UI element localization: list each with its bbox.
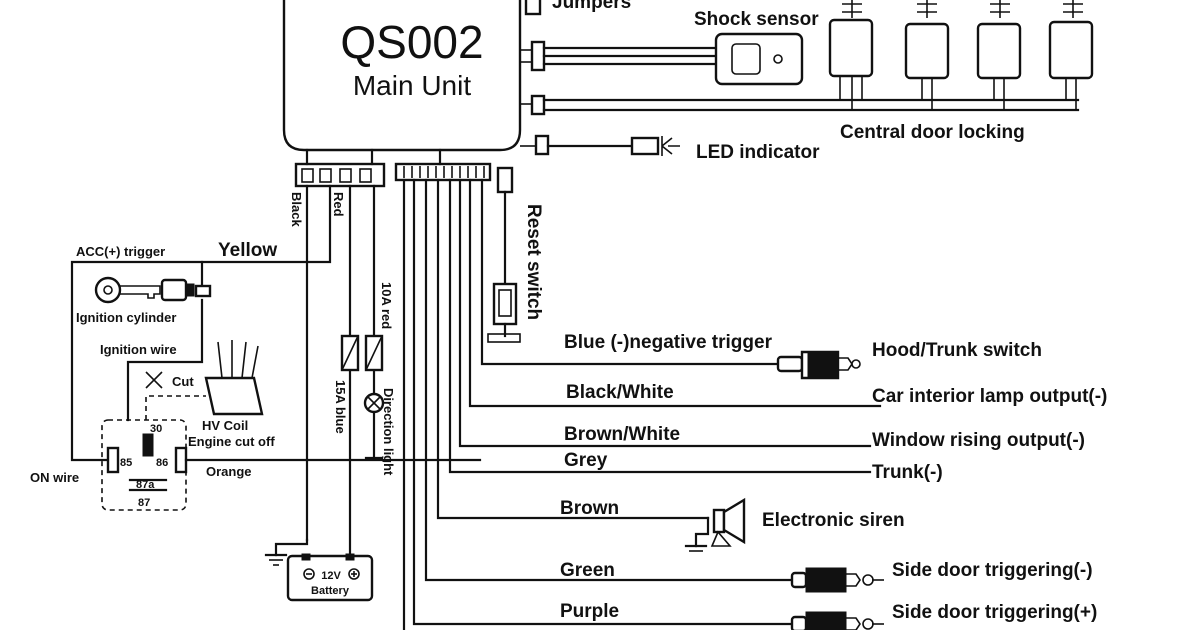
side-door-pos-label: Side door triggering(+) (892, 602, 1097, 623)
ignition-key-icon (94, 276, 212, 304)
battery-icon (286, 553, 374, 602)
signal-connector (394, 148, 492, 182)
door-lock-actuator-3 (976, 0, 1022, 110)
door-lock-actuator-4 (1048, 0, 1094, 110)
cut-label: Cut (172, 374, 194, 389)
side-door-neg-switch-icon (790, 567, 884, 593)
ignition-cylinder-label: Ignition cylinder (76, 310, 176, 325)
main-unit-title: QS002 (340, 16, 483, 68)
red-wire-label: Red (331, 192, 346, 217)
blue-negative-trigger-label: Blue (-)negative trigger (564, 332, 773, 353)
brown-white-label: Brown/White (564, 424, 680, 445)
led-icon (661, 136, 680, 156)
green-label: Green (560, 560, 615, 581)
relay-pin-86: 86 (156, 457, 168, 469)
battery-voltage-label: 12V (321, 570, 341, 582)
on-wire-label: ON wire (30, 470, 79, 485)
window-rising-label: Window rising output(-) (872, 430, 1085, 451)
relay-pin-30: 30 (150, 423, 162, 435)
relay-pin-87: 87 (138, 497, 150, 509)
fuse-10a (364, 334, 384, 372)
shock-sensor-icon (714, 32, 804, 86)
shock-sensor-label: Shock sensor (694, 9, 819, 30)
brown-label: Brown (560, 498, 619, 519)
hv-coil-icon (204, 340, 264, 416)
purple-label: Purple (560, 601, 619, 622)
main-unit-subtitle: Main Unit (353, 70, 471, 101)
led-indicator-label: LED indicator (696, 142, 820, 163)
hood-trunk-switch-icon (776, 350, 861, 380)
right-connectors (520, 0, 550, 156)
fuse-15a (340, 334, 360, 372)
shock-sensor-wires (542, 46, 720, 66)
direction-light-icon (363, 392, 385, 414)
car-interior-lamp-label: Car interior lamp output(-) (872, 386, 1107, 407)
relay-pin-87a: 87a (136, 479, 155, 491)
direction-light-label: Direction light (381, 388, 396, 476)
central-door-locking-label: Central door locking (840, 122, 1025, 143)
reset-switch-icon (487, 166, 521, 343)
relay-pin-85: 85 (120, 457, 132, 469)
black-white-label: Black/White (566, 382, 674, 403)
acc-trigger-label: ACC(+) trigger (76, 244, 165, 259)
ignition-wire-label: Ignition wire (100, 342, 177, 357)
led-wire (546, 136, 660, 156)
trunk-label: Trunk(-) (872, 462, 943, 483)
orange-wire-label: Orange (206, 464, 252, 479)
engine-cut-off-label: Engine cut off (188, 434, 275, 449)
black-wire-label: Black (289, 192, 304, 227)
grey-label: Grey (564, 450, 608, 471)
battery-label: Battery (311, 585, 350, 597)
hood-trunk-switch-label: Hood/Trunk switch (872, 340, 1042, 361)
red-10a-label: 10A red (379, 282, 394, 329)
signal-harness (402, 178, 882, 630)
side-door-neg-label: Side door triggering(-) (892, 560, 1093, 581)
jumpers-label: Jumpers (552, 0, 631, 13)
door-lock-actuator-1 (828, 0, 874, 110)
electronic-siren-label: Electronic siren (762, 510, 905, 531)
hv-coil-label: HV Coil (202, 418, 248, 433)
blue-15a-label: 15A blue (333, 380, 348, 434)
power-connector (294, 148, 386, 188)
side-door-pos-switch-icon (790, 611, 884, 630)
cut-icon (145, 371, 163, 389)
main-unit: QS002 Main Unit (282, 0, 522, 152)
reset-switch-label: Reset switch (523, 204, 544, 320)
siren-icon (684, 497, 746, 552)
central-locking-bus (542, 98, 1080, 112)
yellow-wire-label: Yellow (218, 240, 277, 261)
door-lock-actuator-2 (904, 0, 950, 110)
